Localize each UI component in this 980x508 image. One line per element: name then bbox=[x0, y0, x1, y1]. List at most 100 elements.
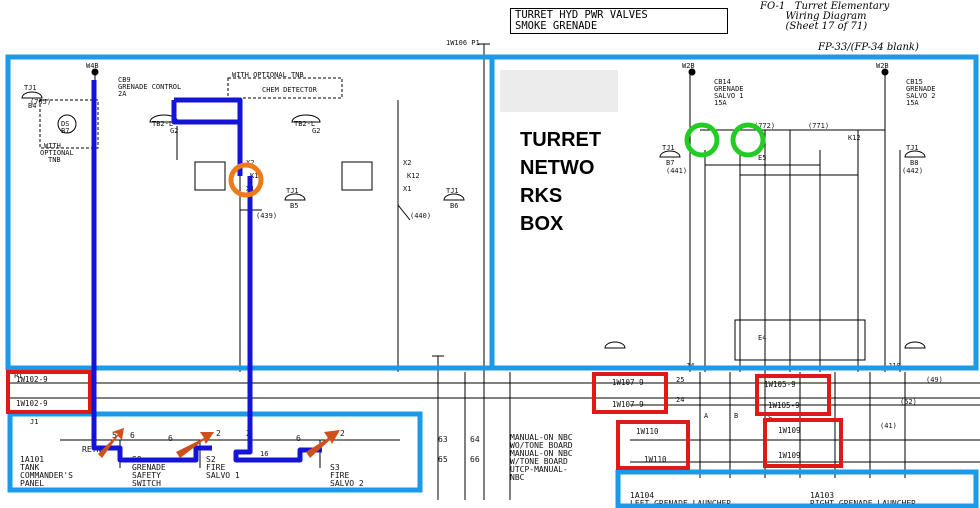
cb14-name: GRENADE bbox=[714, 85, 744, 93]
schematic-labels: 1W106 P1 W4B W2B W2B CB9 GRENADE CONTROL… bbox=[14, 39, 943, 458]
wire-441: (441) bbox=[666, 167, 687, 175]
k12-x1: X1 bbox=[403, 185, 411, 193]
k11-x2: X2 bbox=[246, 159, 254, 167]
with-label: WITH bbox=[44, 142, 61, 150]
tj1-a: TJ1 bbox=[24, 84, 37, 92]
green-circle-left bbox=[684, 122, 720, 158]
pin-2b: 2 bbox=[340, 429, 345, 438]
k12-x2: X2 bbox=[403, 159, 411, 167]
plug-right-cd-box bbox=[763, 418, 843, 468]
wire-49: (49) bbox=[926, 376, 943, 384]
highlight-boxes bbox=[5, 54, 979, 508]
s3-salvo: SALVO 2 bbox=[330, 479, 364, 488]
mode-wo-tone: WO/TONE BOARD bbox=[510, 441, 573, 450]
plug-p1-b: 1W102-9 bbox=[16, 399, 48, 408]
tb2-b: TB2-L bbox=[294, 120, 315, 128]
wire-52: (52) bbox=[900, 398, 917, 406]
mode-labels: 63 64 65 66 MANUAL-ON NBC WO/TONE BOARD … bbox=[438, 433, 573, 482]
turret-networks-box-annotation: TURRET NETWO RKS BOX bbox=[520, 126, 601, 238]
plug-mid-ab-box bbox=[592, 372, 668, 414]
plug-p1-box bbox=[6, 370, 92, 414]
orange-circle bbox=[228, 162, 264, 198]
k11-label: K11 bbox=[250, 172, 263, 180]
plug-labels: 1W102-9 1W102-9 1W107-9 1W107-9 1W110 1W… bbox=[16, 375, 801, 464]
pin-a-label: A bbox=[704, 412, 709, 420]
commander-id: 1A101 bbox=[20, 455, 44, 464]
cb9-amp: 2A bbox=[118, 90, 127, 98]
signal-trace bbox=[91, 80, 322, 463]
arrow-3 bbox=[306, 430, 340, 458]
plug-p1-a: 1W102-9 bbox=[16, 375, 48, 384]
arrow-1 bbox=[98, 428, 124, 458]
fo-line1: FO-1 Turret Elementary bbox=[760, 1, 890, 12]
terminal-symbols bbox=[21, 68, 926, 349]
pin-6a: 6 bbox=[130, 431, 135, 440]
annotation-line-3: RKS bbox=[520, 185, 563, 207]
mode-manual-nbc-2: MANUAL-ON NBC bbox=[510, 449, 573, 458]
e5-label: E5 bbox=[758, 154, 766, 162]
cb14-id: CB14 bbox=[714, 78, 731, 86]
tj1-d-sub: B7 bbox=[666, 159, 674, 167]
plug-mid-b: 1W107-9 bbox=[612, 400, 644, 409]
s9-switch: SWITCH bbox=[132, 479, 161, 488]
commander-name: COMMANDER'S bbox=[20, 471, 73, 480]
plug-mid-d: 1W110 bbox=[644, 455, 667, 464]
tb2-b-sub: G2 bbox=[312, 127, 320, 135]
arrows bbox=[98, 428, 340, 458]
connector-top-label: 1W106 P1 bbox=[446, 39, 480, 47]
wire-771: (771) bbox=[808, 122, 829, 130]
pin-b-label: B bbox=[734, 412, 738, 420]
plug-mid-c: 1W110 bbox=[636, 427, 659, 436]
connector-w2b-right: W2B bbox=[876, 62, 889, 70]
cb9-id: CB9 bbox=[118, 76, 131, 84]
tb2-a: TB2-L bbox=[152, 120, 173, 128]
plug-right-b: 1W105-9 bbox=[768, 401, 800, 410]
wire-439: (439) bbox=[256, 212, 277, 220]
annotation-line-2: NETWO bbox=[520, 157, 595, 179]
tnb-label: TNB bbox=[48, 156, 61, 164]
tj1-d: TJ1 bbox=[662, 144, 675, 152]
plug-mid-cd-box bbox=[616, 420, 690, 470]
launcher-left-id: 1A104 bbox=[630, 491, 654, 500]
wire-772: (772) bbox=[754, 122, 775, 130]
plug-right-c: 1W109 bbox=[778, 426, 801, 435]
fp-reference: FP-33/(FP-34 blank) bbox=[818, 42, 919, 53]
cb15-id: CB15 bbox=[906, 78, 923, 86]
tj1-a-sub: B4 bbox=[28, 102, 36, 110]
diagram-title-line2: SMOKE GRENADE bbox=[515, 20, 598, 32]
connector-w2b-left: W2B bbox=[682, 62, 695, 70]
pin-6c: 6 bbox=[296, 434, 301, 443]
wire-765: (765) bbox=[30, 98, 51, 106]
s2-salvo: SALVO 1 bbox=[206, 471, 240, 480]
mode-w-tone: W/TONE BOARD bbox=[510, 457, 568, 466]
diagram-title-line1: TURRET HYD PWR VALVES bbox=[515, 9, 648, 21]
fo-reference: FO-1 Turret Elementary Wiring Diagram (S… bbox=[760, 2, 889, 32]
highlight-circles bbox=[228, 122, 766, 198]
ds-sub: B7 bbox=[61, 127, 69, 135]
schematic-lines bbox=[10, 43, 980, 500]
cb14-salvo: SALVO 1 bbox=[714, 92, 744, 100]
cb15-name: GRENADE bbox=[906, 85, 936, 93]
arrow-2 bbox=[176, 432, 214, 458]
mode-code-65: 65 bbox=[438, 455, 448, 464]
cb9-name: GRENADE CONTROL bbox=[118, 83, 181, 91]
tb2-a-sub: G2 bbox=[170, 127, 178, 135]
s3-fire: FIRE bbox=[330, 471, 349, 480]
connector-j1: J1 bbox=[30, 418, 38, 426]
optional-tnb-label: WITH OPTIONAL TNB bbox=[232, 71, 304, 79]
connector-w4b: W4B bbox=[86, 62, 99, 70]
mode-code-63: 63 bbox=[438, 435, 448, 444]
chem-detector-label: CHEM DETECTOR bbox=[262, 86, 318, 94]
commander-tank: TANK bbox=[20, 463, 39, 472]
tj1-b-sub: B5 bbox=[290, 202, 298, 210]
plug-right-a: 1W105-9 bbox=[764, 380, 796, 389]
cb15-salvo: SALVO 2 bbox=[906, 92, 936, 100]
annotation-line-4: BOX bbox=[520, 213, 564, 235]
cb15-amp: 15A bbox=[906, 99, 919, 107]
k12-right-label: K12 bbox=[848, 134, 861, 142]
k12-label: K12 bbox=[407, 172, 420, 180]
pin-5: 5 bbox=[112, 431, 117, 440]
mode-nbc: NBC bbox=[510, 473, 525, 482]
tj1-b: TJ1 bbox=[286, 187, 299, 195]
retn-label: RETN bbox=[82, 445, 101, 454]
